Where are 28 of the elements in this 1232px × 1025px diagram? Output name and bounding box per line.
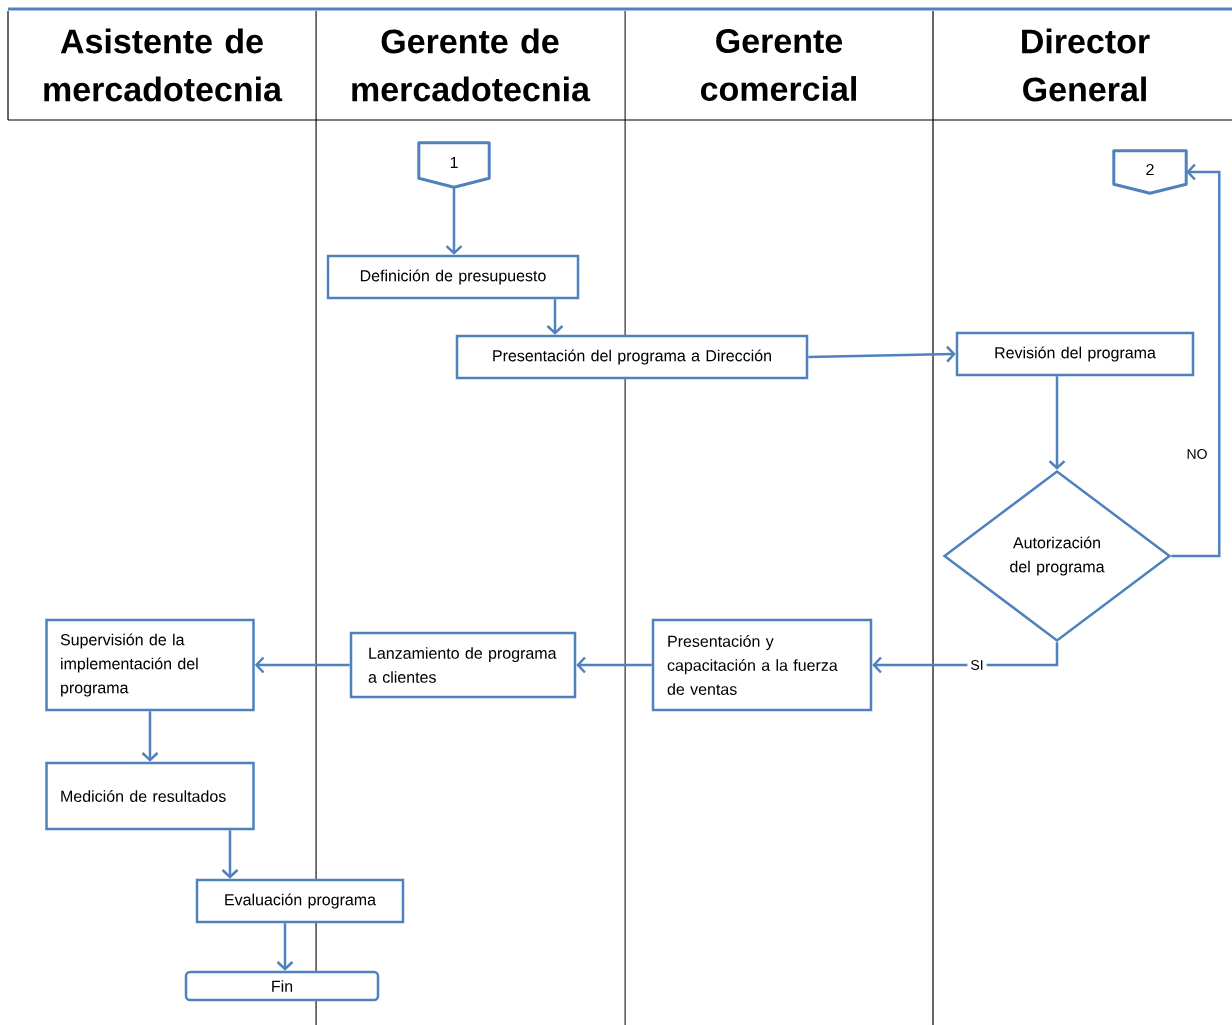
lane-header: Gerente comercial [700, 28, 856, 102]
process-box: Supervisión de la implementación del programa [45, 618, 255, 712]
process-box: Medición de resultados [45, 761, 255, 831]
process-box: Definición de presupuesto [326, 254, 580, 300]
arrow [1171, 163, 1221, 558]
arrow [808, 345, 956, 363]
edge-label: NO [1183, 446, 1211, 462]
process-box: Revisión del programa [955, 331, 1195, 377]
process-box: Presentación y capacitación a la fuerza de ventas [651, 618, 873, 712]
arrow [576, 656, 652, 674]
arrow [872, 642, 1059, 674]
process-box: Presentación del programa a Dirección [455, 334, 809, 380]
offpage-connector: 2 [1112, 149, 1188, 195]
terminator-box: Fin [184, 970, 380, 1002]
process-box: Evaluación programa [195, 878, 405, 924]
process-box: Lanzamiento de programa a clientes [349, 631, 577, 699]
lane-header: Gerente de mercadotecnia [352, 28, 591, 102]
arrow [445, 187, 463, 255]
arrow [141, 711, 159, 762]
edge-label: SI [967, 657, 987, 673]
arrow [276, 923, 294, 971]
arrow [546, 299, 564, 335]
arrow [1048, 376, 1066, 470]
lane-header: Asistente de mercadotecnia [44, 28, 283, 102]
arrow [254, 656, 350, 674]
lane-header: Director General [1022, 28, 1150, 102]
arrow [221, 830, 239, 879]
offpage-connector: 1 [417, 141, 491, 189]
